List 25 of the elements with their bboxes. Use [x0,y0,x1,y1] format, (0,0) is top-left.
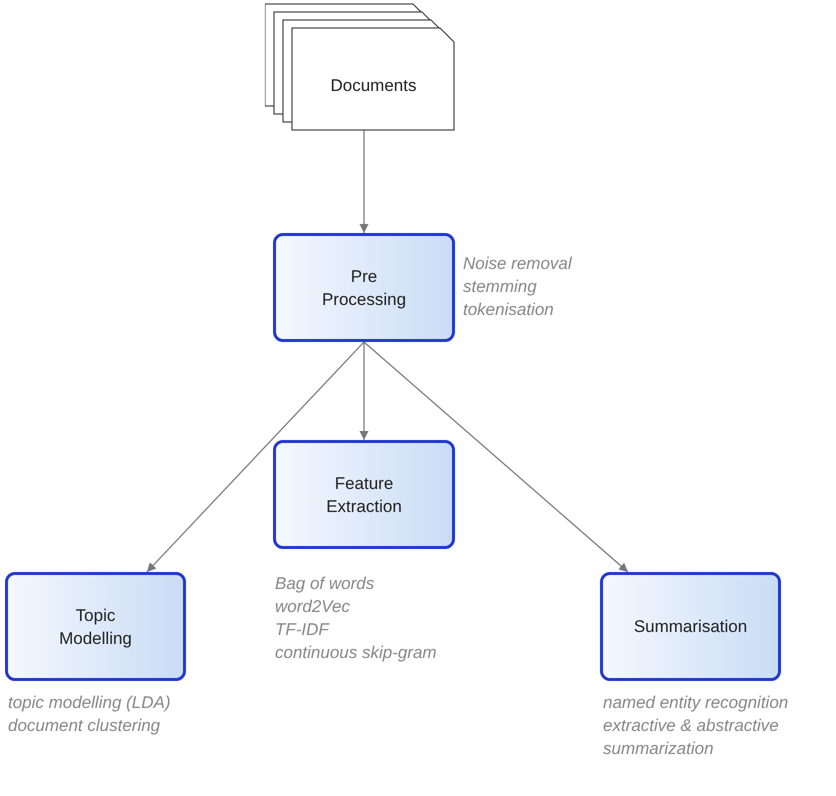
annotation-text: named entity recognition [603,692,788,714]
annotation-text: stemming [463,276,537,298]
process-box [273,233,455,342]
node-label: Documents [330,75,418,97]
arrow [360,342,368,440]
document-stack [265,2,455,132]
process-box [5,572,186,681]
annotation-text: tokenisation [463,299,554,321]
arrow [146,342,364,572]
node-label: Summarisation [634,616,748,638]
annotation-text: Noise removal [463,253,572,275]
annotation-text: TF-IDF [275,619,329,641]
annotation-text: continuous skip-gram [275,642,437,664]
annotation-text: document clustering [8,715,160,737]
annotation-text: word2Vec [275,596,350,618]
arrow [360,130,368,233]
annotation-text: extractive & abstractive summarization [603,715,780,760]
annotation-text: Bag of words [275,573,374,595]
annotation-text: topic modelling (LDA) [8,692,171,714]
node-label: Pre Processing [320,266,408,310]
process-box [273,440,455,549]
arrow [364,342,628,572]
node-label: Topic Modelling [58,604,133,650]
node-label: Feature Extraction [325,472,403,518]
process-box [600,572,781,681]
